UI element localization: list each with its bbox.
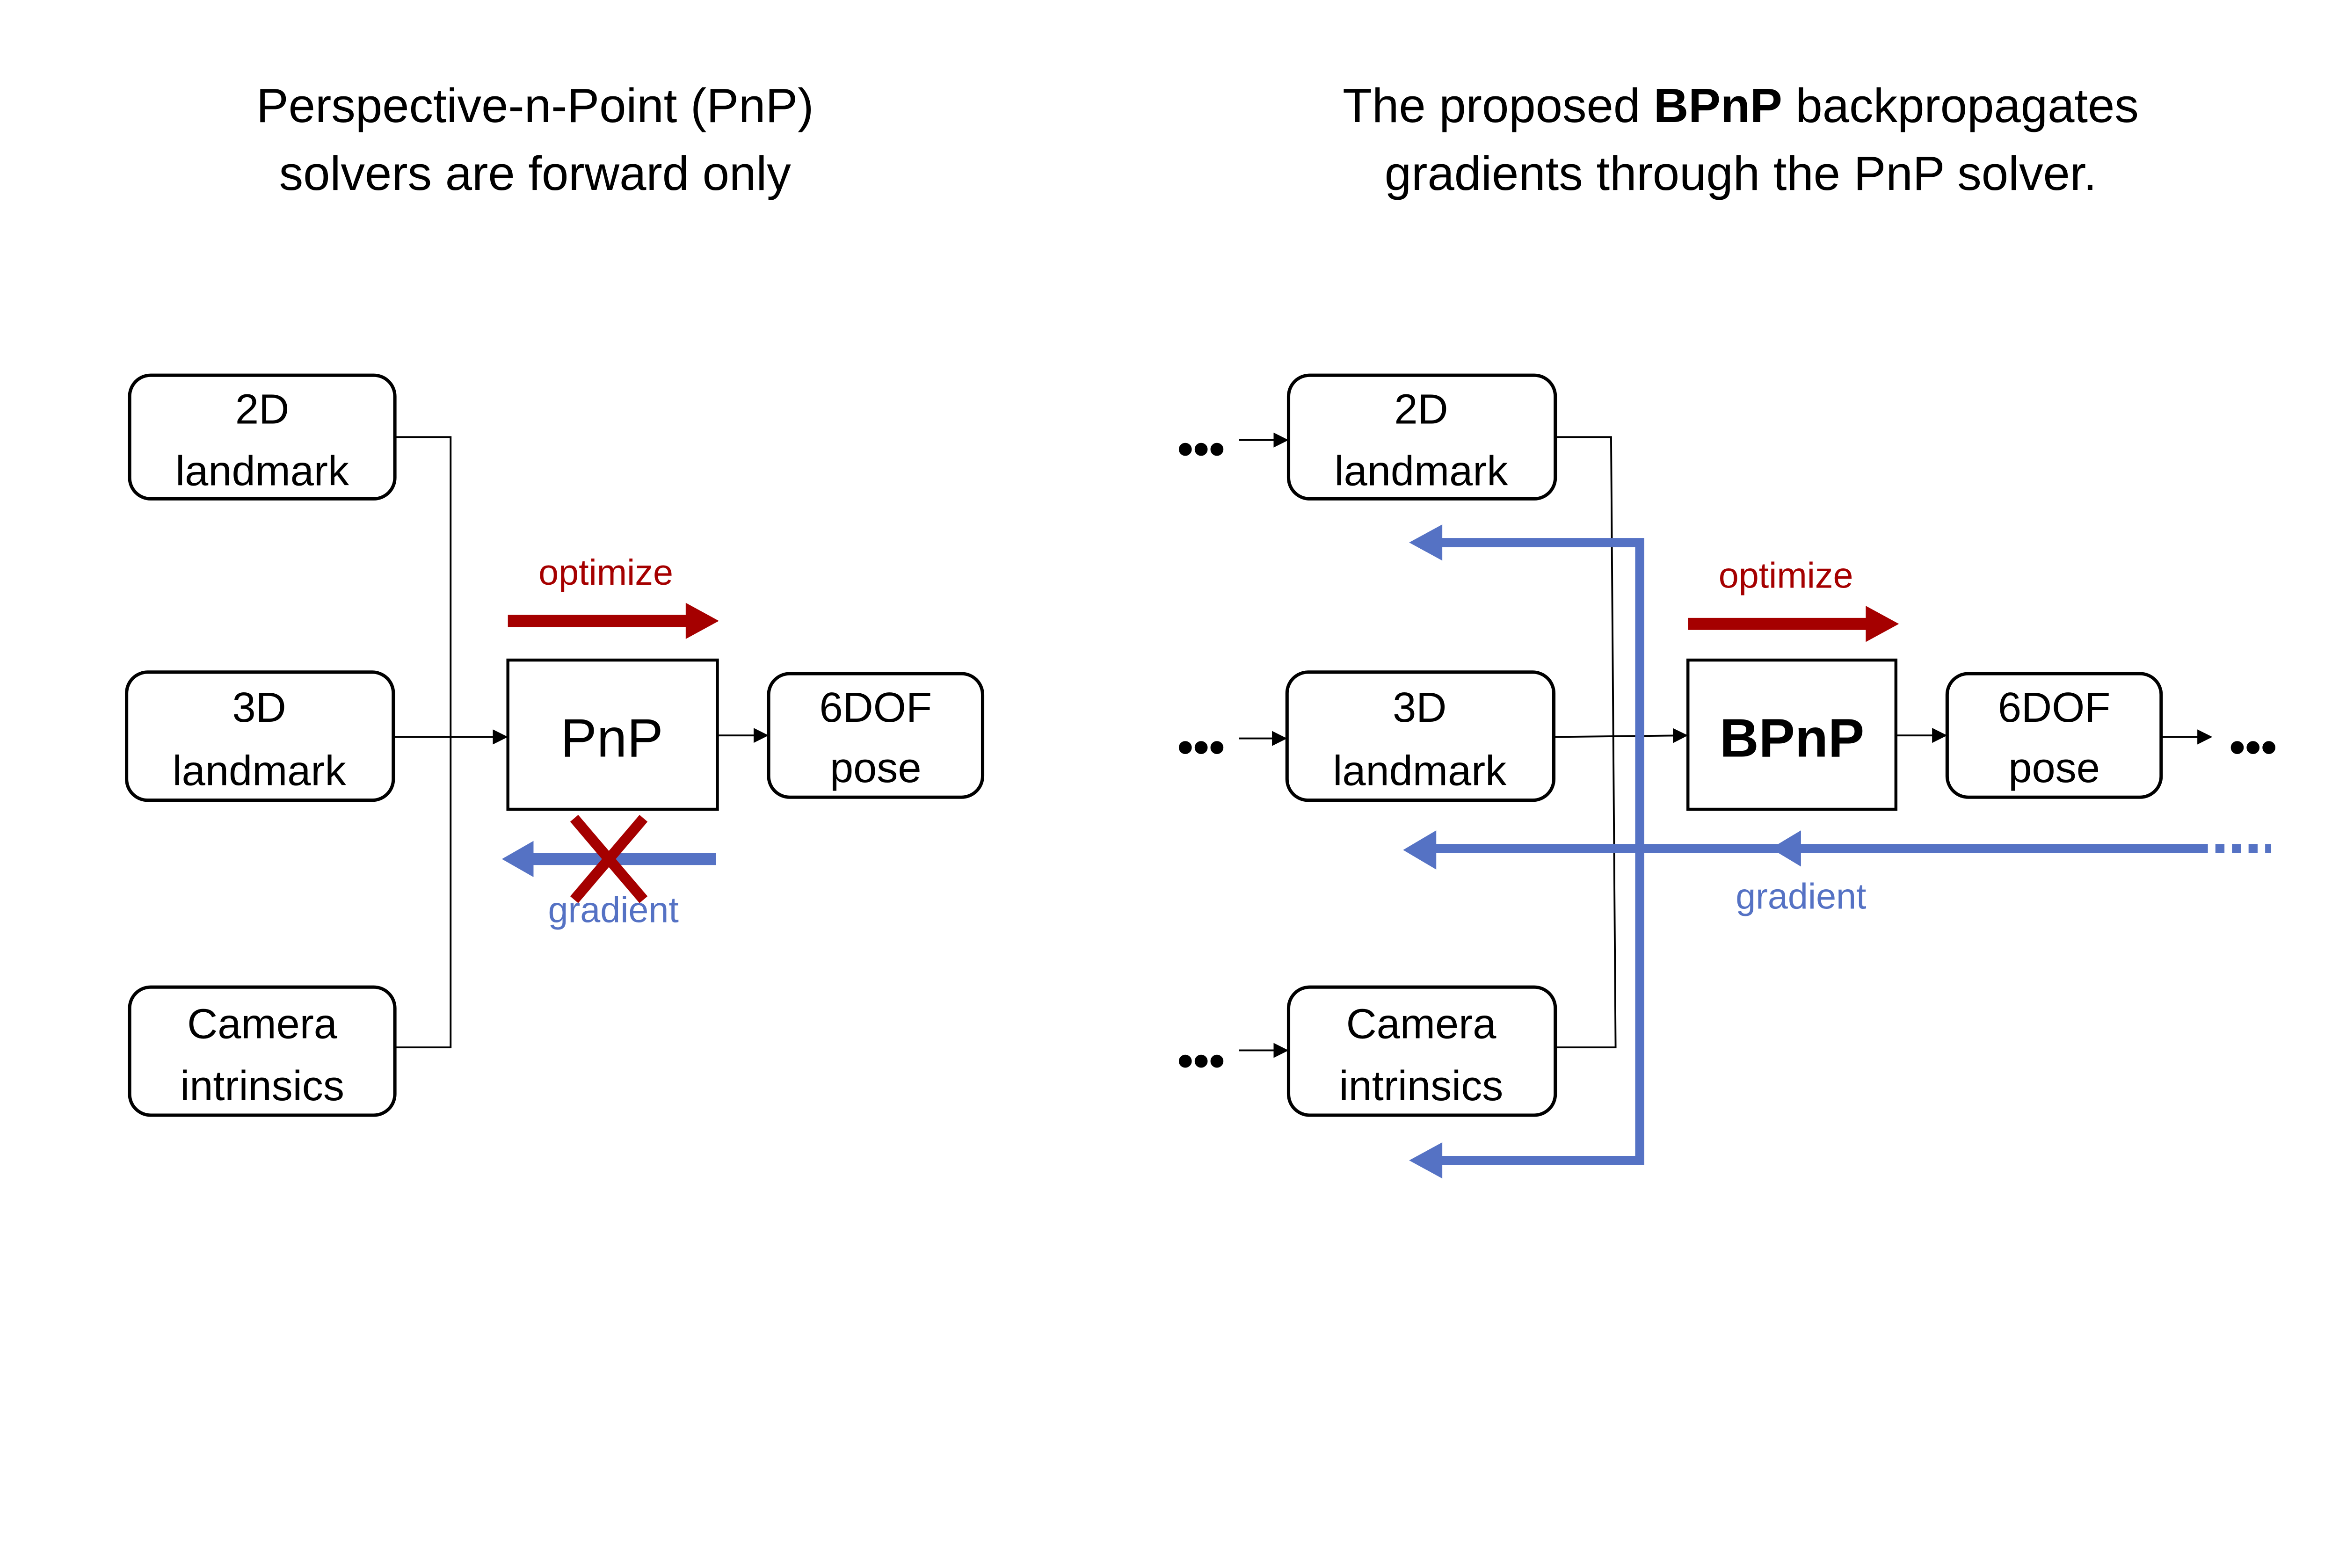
svg-text:2D: 2D — [235, 385, 289, 433]
left-box-2d-landmark: 2D landmark — [128, 373, 397, 501]
right-optimize-arrow — [1688, 606, 1899, 642]
left-gradient-arrow — [501, 841, 716, 877]
right-bpnp-solver: BPnP — [1686, 658, 1898, 811]
left-box-3d-landmark: 3D landmark — [125, 670, 395, 802]
svg-text:BPnP: BPnP — [1720, 707, 1864, 768]
right-6dof-label: 6DOF — [1998, 684, 2111, 731]
right-panel: The proposed BPnP backpropagates gradien… — [1177, 79, 2277, 1179]
right-optimize-label: optimize — [1719, 555, 1853, 595]
left-gradient-label: gradient — [548, 890, 679, 930]
right-gradient-arrowheads — [1403, 524, 1801, 1179]
svg-text:landmark: landmark — [1335, 447, 1509, 494]
right-title-line2: gradients through the PnP solver. — [1385, 146, 2097, 200]
cross-icon — [570, 815, 648, 903]
left-title-line1: Perspective-n-Point (PnP) — [256, 79, 814, 132]
svg-text:6DOF: 6DOF — [820, 684, 932, 731]
left-box-6dof-pose: 6DOF pose — [767, 672, 985, 799]
svg-text:pose: pose — [830, 744, 922, 791]
right-ellipses: ••• ••• ••• ••• — [1177, 424, 2277, 1086]
svg-text:intrinsics: intrinsics — [1339, 1062, 1504, 1110]
svg-text:3D: 3D — [1393, 684, 1446, 731]
svg-text:landmark: landmark — [1333, 747, 1507, 794]
svg-text:landmark: landmark — [173, 747, 347, 794]
svg-text:Camera: Camera — [1346, 1001, 1497, 1048]
right-connectors — [1239, 432, 2213, 1058]
diagram: Perspective-n-Point (PnP) solvers are fo… — [125, 79, 2277, 1179]
left-panel: Perspective-n-Point (PnP) solvers are fo… — [125, 79, 985, 1117]
svg-text:PnP: PnP — [560, 707, 663, 768]
left-optimize-label: optimize — [538, 552, 673, 593]
right-box-camera-intrinsics: Camera intrinsics — [1286, 985, 1557, 1117]
svg-text:Camera: Camera — [187, 1001, 338, 1048]
svg-text:2D: 2D — [1394, 385, 1448, 433]
svg-text:•••: ••• — [2230, 722, 2277, 772]
right-pose-label: pose — [2008, 744, 2100, 791]
svg-text:•••: ••• — [1177, 722, 1225, 772]
left-optimize-arrow — [508, 603, 719, 639]
svg-text:•••: ••• — [1177, 1036, 1225, 1086]
right-box-6dof-pose: 6DOF pose — [1945, 672, 2163, 799]
right-box-3d-landmark: 3D landmark — [1285, 670, 1556, 802]
right-gradient-label: gradient — [1736, 877, 1866, 917]
right-backprop-paths — [1431, 538, 2272, 1165]
svg-text:intrinsics: intrinsics — [180, 1062, 344, 1110]
left-connectors — [393, 436, 769, 1048]
left-pnp-solver: PnP — [506, 658, 719, 811]
left-box-camera-intrinsics: Camera intrinsics — [128, 985, 397, 1117]
right-title-line1: The proposed BPnP backpropagates — [1343, 79, 2139, 132]
svg-text:3D: 3D — [232, 684, 286, 731]
left-title-line2: solvers are forward only — [279, 146, 792, 200]
svg-text:•••: ••• — [1177, 424, 1225, 474]
right-box-2d-landmark: 2D landmark — [1286, 373, 1557, 501]
svg-text:landmark: landmark — [175, 447, 349, 494]
